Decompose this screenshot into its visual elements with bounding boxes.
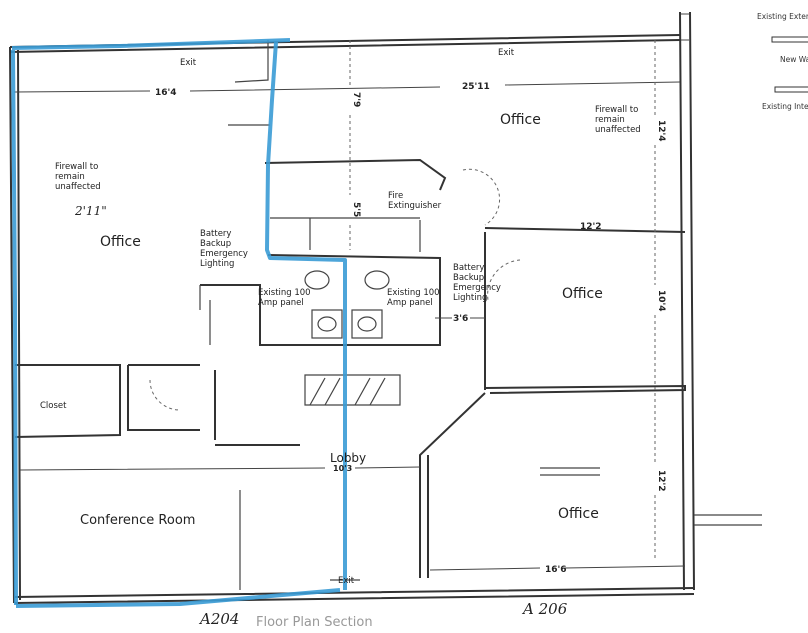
dimension-label: 5'5 — [351, 202, 361, 217]
exterior-walls — [9, 11, 762, 604]
svg-text:Lighting: Lighting — [453, 293, 487, 303]
legend: Existing Exter New Wal Existing Inter — [757, 12, 808, 111]
svg-text:Existing 100: Existing 100 — [258, 288, 311, 298]
exit-label: Exit — [338, 576, 355, 586]
svg-text:Backup: Backup — [453, 273, 484, 283]
svg-text:Backup: Backup — [200, 239, 231, 249]
svg-text:Battery: Battery — [200, 229, 231, 239]
dimension-lines — [13, 40, 686, 571]
interior-walls — [14, 40, 686, 590]
note-fire-extinguisher: Fire Extinguisher — [388, 191, 442, 211]
svg-text:Firewall to: Firewall to — [55, 162, 98, 172]
note-panel-right: Existing 100 Amp panel — [387, 288, 440, 308]
dimension-label: 10'3 — [333, 464, 352, 473]
svg-text:Amp panel: Amp panel — [258, 298, 304, 308]
dimension-label: 16'4 — [155, 88, 177, 98]
dimension-label: 12'4 — [656, 120, 666, 142]
svg-text:Fire: Fire — [388, 191, 403, 201]
legend-swatch-existing-interior — [774, 86, 808, 93]
dimension-label: 12'2 — [656, 470, 666, 492]
dimension-label: 10'4 — [656, 290, 666, 312]
note-battery-right: Battery Backup Emergency Lighting — [453, 263, 501, 303]
svg-text:Existing 100: Existing 100 — [387, 288, 440, 298]
svg-text:Battery: Battery — [453, 263, 484, 273]
dimension-label: 7'9 — [351, 92, 361, 107]
room-label-conference-room: Conference Room — [80, 513, 195, 528]
faded-caption: Floor Plan Section — [256, 615, 373, 630]
svg-text:Emergency: Emergency — [200, 249, 248, 259]
svg-text:unaffected: unaffected — [595, 125, 641, 135]
svg-text:Firewall to: Firewall to — [595, 105, 638, 115]
svg-text:unaffected: unaffected — [55, 182, 101, 192]
svg-text:Amp panel: Amp panel — [387, 298, 433, 308]
svg-text:remain: remain — [595, 115, 625, 125]
dimension-label: 16'6 — [545, 565, 567, 575]
room-label-lobby: Lobby — [330, 451, 366, 465]
dimension-label: 12'2 — [580, 222, 602, 232]
exit-label: Exit — [498, 48, 515, 58]
room-label-office: Office — [100, 234, 141, 250]
room-label-office: Office — [558, 506, 599, 522]
room-label-office: Office — [562, 286, 603, 302]
svg-text:Emergency: Emergency — [453, 283, 501, 293]
legend-existing-interior: Existing Inter — [762, 102, 808, 111]
legend-existing-exterior: Existing Exter — [757, 12, 808, 21]
blue-markup-outline — [11, 38, 347, 608]
note-firewall-left: Firewall to remain unaffected — [55, 162, 101, 192]
handwritten-height-note: 2'11" — [74, 204, 107, 218]
handwritten-unit-a206: A 206 — [521, 600, 568, 618]
legend-new-wall: New Wal — [780, 55, 808, 64]
room-label-office: Office — [500, 112, 541, 128]
svg-text:Lighting: Lighting — [200, 259, 234, 269]
note-panel-left: Existing 100 Amp panel — [258, 288, 311, 308]
note-battery-left: Battery Backup Emergency Lighting — [200, 229, 248, 269]
note-firewall-right: Firewall to remain unaffected — [595, 105, 641, 135]
legend-swatch-new-wall — [771, 36, 808, 43]
dimension-label: 3'6 — [453, 314, 468, 324]
svg-text:Extinguisher: Extinguisher — [388, 201, 442, 211]
handwritten-unit-a204: A204 — [198, 610, 239, 628]
dimension-label: 25'11 — [462, 82, 490, 92]
svg-text:remain: remain — [55, 172, 85, 182]
exit-label: Exit — [180, 58, 197, 68]
room-label-closet: Closet — [40, 401, 67, 411]
